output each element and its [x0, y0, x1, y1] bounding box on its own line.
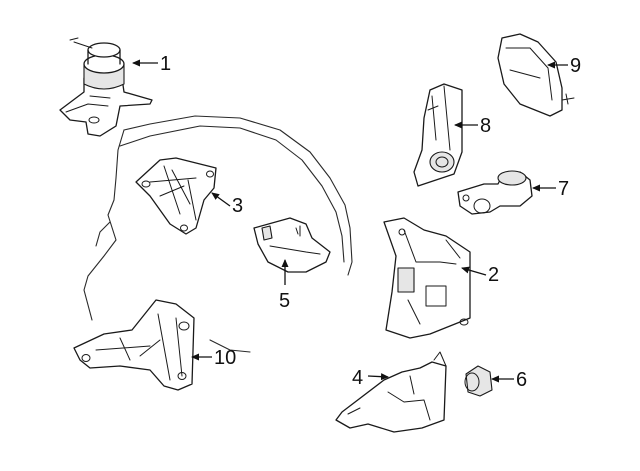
- callout-2: 2: [488, 264, 499, 286]
- callout-8: 8: [480, 115, 491, 137]
- leader-3: [211, 192, 231, 207]
- part-3-bracket: [135, 157, 217, 235]
- leader-2: [461, 266, 487, 276]
- part-10-lower-bracket: [73, 299, 195, 391]
- leader-4: [367, 373, 389, 381]
- part-5-bracket: [253, 217, 331, 273]
- callout-5: 5: [279, 290, 290, 312]
- callout-7: 7: [558, 178, 569, 200]
- callout-9: 9: [570, 55, 581, 77]
- part-9-shield: [497, 33, 575, 117]
- engine-block-outline: [83, 115, 353, 353]
- callout-4: 4: [352, 367, 363, 389]
- callout-3: 3: [232, 195, 243, 217]
- part-4-lower-bracket: [335, 351, 447, 433]
- part-2-transmission-mount: [383, 217, 471, 339]
- callout-1: 1: [160, 53, 171, 75]
- part-8-mount-bracket: [413, 83, 463, 187]
- callout-6: 6: [516, 369, 527, 391]
- part-1-engine-mount: [59, 37, 153, 137]
- part-7-torque-rod: [457, 170, 533, 215]
- callout-10: 10: [214, 347, 236, 369]
- part-6-bushing: [464, 365, 493, 397]
